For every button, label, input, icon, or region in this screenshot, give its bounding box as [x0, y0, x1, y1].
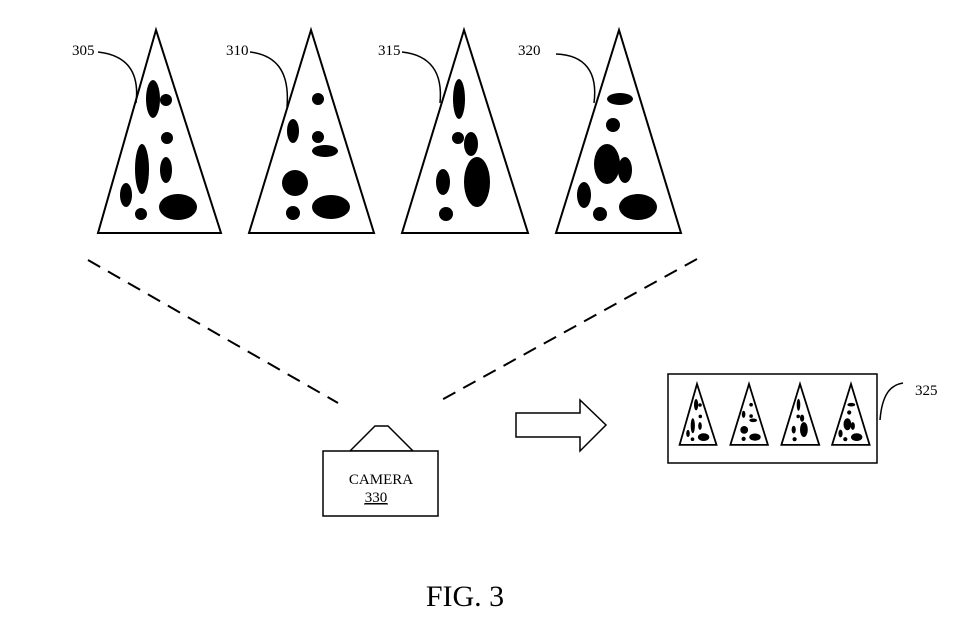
- figure-caption: FIG. 3: [426, 580, 504, 613]
- blob: [453, 79, 465, 119]
- blob: [594, 144, 620, 184]
- blob: [690, 437, 695, 441]
- arrow-icon: [515, 398, 608, 453]
- output-325: 325: [667, 373, 938, 464]
- blob: [698, 403, 702, 407]
- blob: [606, 118, 620, 132]
- blob: [135, 208, 147, 220]
- camera-ref: 330: [365, 490, 388, 506]
- blob: [741, 436, 746, 441]
- leader-315: [401, 51, 442, 104]
- fov-line-right: [437, 258, 698, 403]
- blob: [618, 157, 632, 183]
- blob: [464, 132, 478, 156]
- blob: [796, 398, 801, 411]
- blob: [843, 437, 848, 442]
- ref-310: 310: [226, 43, 249, 59]
- blob: [282, 170, 308, 196]
- ref-315: 315: [378, 43, 401, 59]
- blob: [135, 144, 149, 194]
- camera-label: CAMERA: [349, 472, 413, 488]
- blob: [749, 414, 753, 418]
- blob: [607, 93, 633, 105]
- ref-325: 325: [915, 383, 938, 399]
- blob: [851, 433, 863, 441]
- blob: [146, 80, 160, 118]
- blob: [577, 182, 591, 208]
- blob: [749, 433, 761, 441]
- blob: [120, 183, 132, 207]
- blob: [452, 132, 464, 144]
- blob: [619, 194, 657, 220]
- leader-320: [555, 53, 596, 104]
- image-310: [247, 26, 376, 234]
- blob: [160, 157, 172, 183]
- leader-325: [879, 382, 904, 421]
- blob: [287, 119, 299, 143]
- image-305: [96, 26, 223, 234]
- blob: [847, 410, 852, 415]
- blob: [312, 93, 324, 105]
- leader-305: [97, 51, 138, 104]
- blob: [690, 418, 695, 434]
- blob: [593, 207, 607, 221]
- blob: [160, 94, 172, 106]
- blob: [286, 206, 300, 220]
- thumbnail-320: [830, 380, 871, 446]
- blob: [740, 426, 749, 434]
- thumbnail-315: [780, 380, 821, 446]
- blob: [694, 399, 699, 411]
- thumbnail-305: [678, 380, 718, 446]
- thumbnail-310: [729, 380, 770, 446]
- ref-320: 320: [518, 43, 541, 59]
- blob: [161, 132, 173, 144]
- blob: [800, 422, 808, 438]
- leader-310: [249, 51, 289, 108]
- blob: [749, 418, 758, 423]
- blob: [741, 410, 746, 418]
- blob: [439, 207, 453, 221]
- blob: [792, 437, 797, 442]
- ref-305: 305: [72, 43, 95, 59]
- image-320: [554, 26, 683, 234]
- camera-330: CAMERA 330: [322, 425, 439, 517]
- blob: [312, 195, 350, 219]
- blob: [749, 402, 753, 407]
- blob: [838, 429, 843, 438]
- image-315: [400, 26, 530, 234]
- blob: [464, 157, 490, 207]
- blob: [698, 422, 702, 430]
- fov-line-left: [87, 259, 339, 404]
- blob: [698, 414, 703, 419]
- blob: [312, 131, 324, 143]
- blob: [847, 402, 856, 407]
- blob: [697, 433, 710, 441]
- blob: [312, 145, 338, 157]
- blob: [436, 169, 450, 195]
- blob: [850, 422, 855, 430]
- blob: [159, 194, 197, 220]
- blob: [686, 429, 690, 438]
- blob: [843, 418, 852, 431]
- camera-lens: [348, 425, 415, 452]
- camera-body: [322, 450, 439, 517]
- blob: [791, 425, 796, 434]
- blob: [796, 414, 800, 419]
- blob: [800, 414, 805, 422]
